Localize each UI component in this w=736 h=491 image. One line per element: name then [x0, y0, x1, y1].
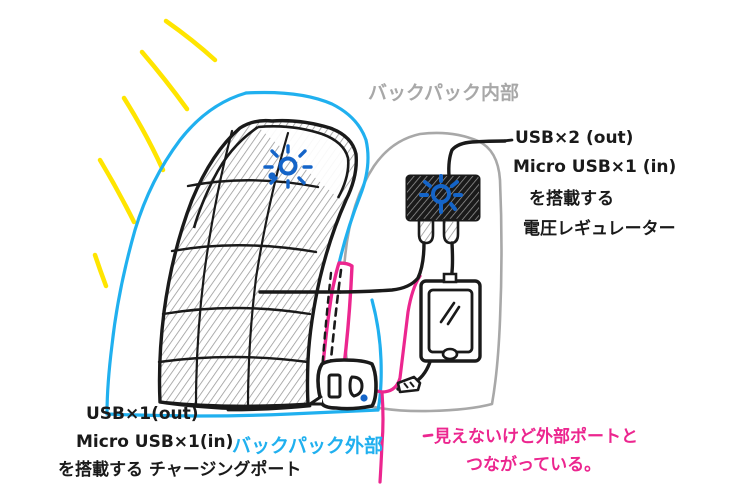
voltage-regulator-module: [405, 174, 481, 245]
sun-icon: [263, 144, 313, 189]
charging-port-leader: [226, 404, 312, 412]
label-charging-port-line3: を搭載する チャージングポート: [58, 459, 301, 480]
solar-panel: [157, 118, 358, 411]
label-backpack-outside: バックパック外部: [232, 434, 383, 457]
label-regulator: USB×2 (out) Micro USB×1 (in) を搭載する 電圧レギュ…: [513, 128, 676, 239]
regulator-leader: [501, 138, 514, 143]
hidden-wire-leader: [422, 433, 434, 438]
label-regulator-line2: Micro USB×1 (in): [513, 157, 676, 177]
label-hidden-wire-line2: つながっている。: [466, 454, 601, 475]
label-charging-port-line2: Micro USB×1(in): [76, 432, 233, 452]
loose-usb-connector: [396, 375, 422, 394]
regulator-port: [417, 218, 460, 245]
label-regulator-line1: USB×2 (out): [515, 128, 633, 148]
backpack-inner-outline: [341, 131, 503, 413]
label-charging-port: USB×1(out) Micro USB×1(in) を搭載する チャージングポ…: [58, 404, 301, 480]
charging-port-module: [308, 358, 378, 411]
smartphone-device: [419, 272, 482, 363]
label-hidden-wire: 見えないけど外部ポートと つながっている。: [433, 426, 638, 475]
label-regulator-line3: を搭載する: [529, 188, 614, 209]
label-charging-port-line1: USB×1(out): [86, 404, 199, 424]
sunlight-rays: [92, 18, 218, 289]
label-backpack-inside: バックパック内部: [368, 81, 519, 104]
label-hidden-wire-line1: 見えないけど外部ポートと: [433, 426, 638, 447]
label-regulator-line4: 電圧レギュレーター: [523, 219, 676, 239]
